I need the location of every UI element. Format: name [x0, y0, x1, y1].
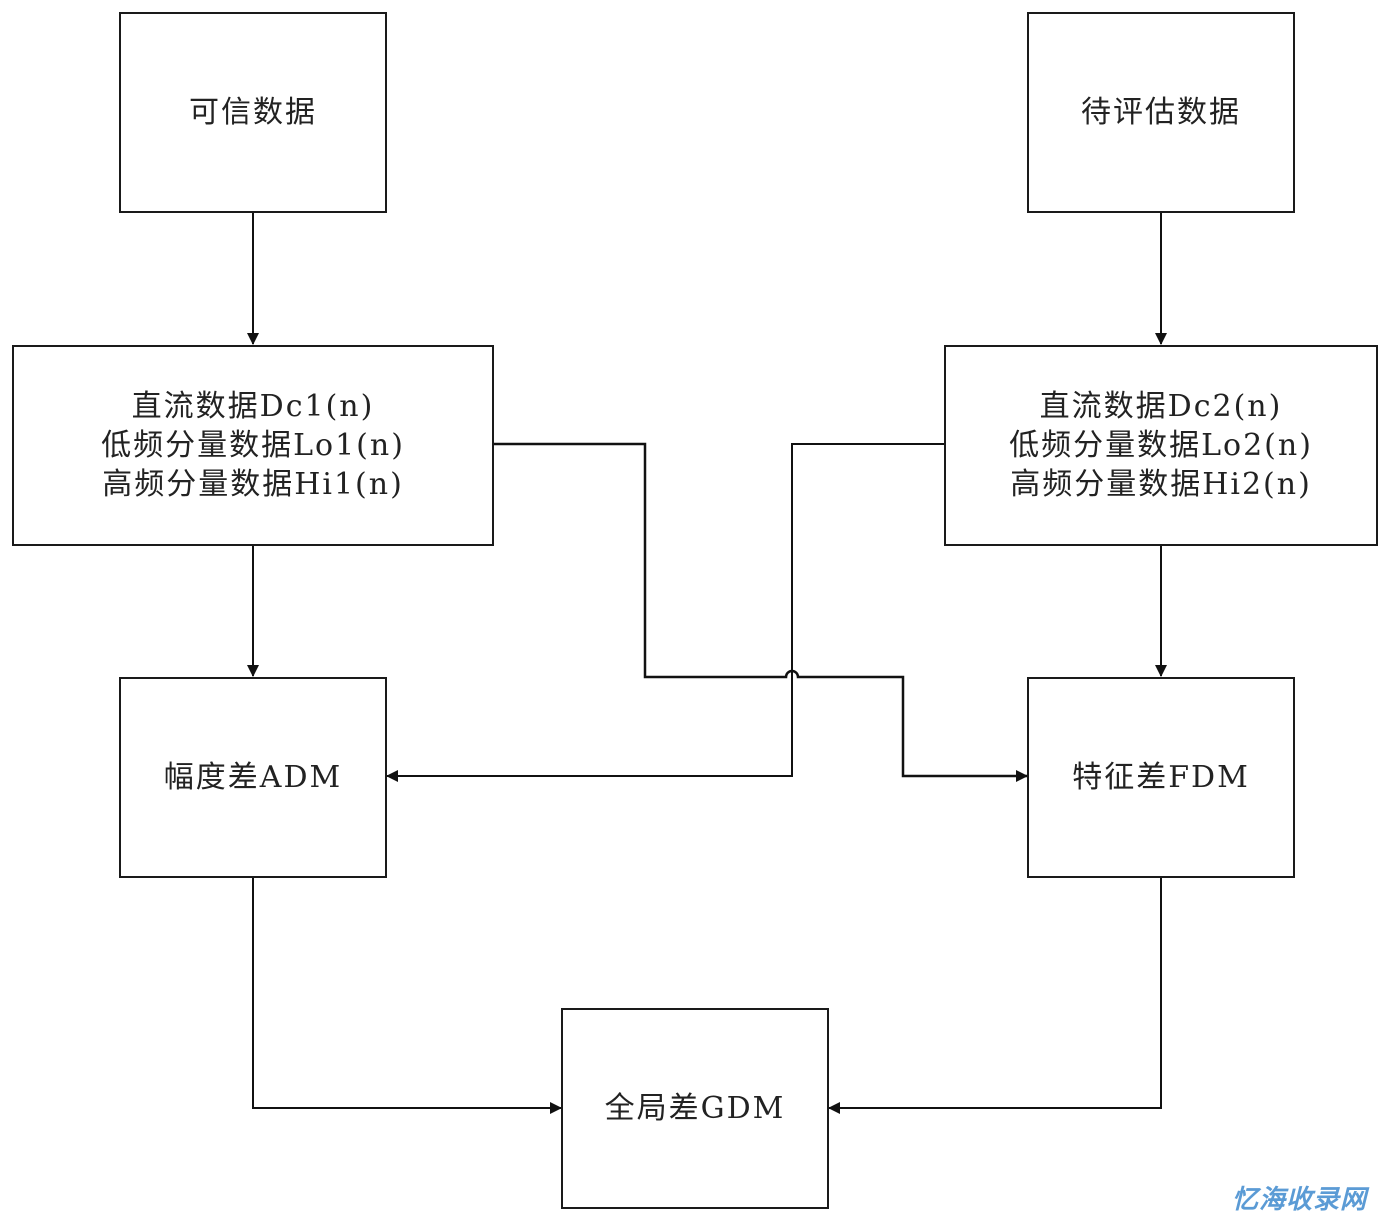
arrow-decomp1-to-fdm [493, 442, 1028, 782]
arrow-adm-to-gdm [252, 877, 562, 1114]
lo1-label: 低频分量数据Lo1(n) [101, 428, 405, 463]
watermark-text: 忆海收录网 [1231, 1185, 1367, 1215]
gdm-label: 全局差GDM [604, 1091, 786, 1126]
hi1-label: 高频分量数据Hi1(n) [102, 467, 404, 502]
decomposition-box-2: 直流数据Dc2(n) 低频分量数据Lo2(n) 高频分量数据Hi2(n) [944, 345, 1378, 546]
eval-data-label: 待评估数据 [1081, 95, 1241, 130]
fdm-label: 特征差FDM [1072, 760, 1250, 795]
dc2-label: 直流数据Dc2(n) [1039, 389, 1283, 424]
adm-label: 幅度差ADM [163, 760, 343, 795]
fdm-box: 特征差FDM [1027, 677, 1295, 878]
hi2-label: 高频分量数据Hi2(n) [1010, 467, 1312, 502]
trusted-data-box: 可信数据 [119, 12, 387, 213]
arrow-fdm-to-gdm [828, 877, 1162, 1114]
decomposition-box-1: 直流数据Dc1(n) 低频分量数据Lo1(n) 高频分量数据Hi1(n) [12, 345, 494, 546]
gdm-box: 全局差GDM [561, 1008, 829, 1209]
dc1-label: 直流数据Dc1(n) [131, 389, 375, 424]
adm-box: 幅度差ADM [119, 677, 387, 878]
arrow-decomp2-to-adm [386, 443, 944, 782]
eval-data-box: 待评估数据 [1027, 12, 1295, 213]
lo2-label: 低频分量数据Lo2(n) [1009, 428, 1313, 463]
trusted-data-label: 可信数据 [189, 95, 317, 130]
